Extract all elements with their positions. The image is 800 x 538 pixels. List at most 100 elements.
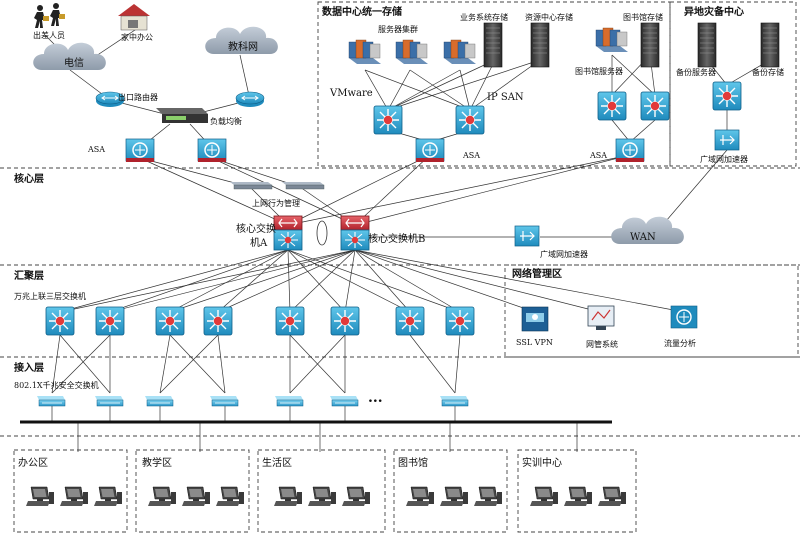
behavior-mgmt-label: 上网行为管理 — [252, 198, 300, 208]
telecom-label: 电信 — [64, 56, 84, 69]
datacenter-switch-icon-2 — [455, 105, 485, 135]
traffic-analysis-label: 流量分析 — [664, 338, 696, 348]
aggregation-layer-title: 汇聚层 — [14, 269, 44, 282]
core-wan-accelerator-label: 广域网加速器 — [540, 249, 588, 259]
ssl-vpn-icon — [521, 306, 549, 332]
access-layer-title: 接入层 — [14, 361, 44, 374]
library-storage-icon — [640, 22, 660, 68]
pc-icon — [147, 486, 177, 507]
backup-servers-label: 备份服务器 — [676, 67, 716, 77]
server-cluster-label: 服务器集群 — [378, 24, 418, 34]
library-asa-icon — [615, 138, 645, 163]
library-storage-label: 图书馆存储 — [623, 12, 663, 22]
datacenter-region-title: 数据中心统一存储 — [322, 5, 402, 18]
asa-label: ASA — [87, 145, 105, 154]
server-stack-icon — [348, 39, 382, 65]
pc-icon — [273, 486, 303, 507]
server-stack-icon-3 — [443, 39, 477, 65]
edu-net-label: 教科网 — [228, 40, 258, 53]
pc-icon — [439, 486, 469, 507]
core-layer-title: 核心层 — [14, 172, 44, 185]
pc-icon — [473, 486, 503, 507]
aggregation-switch-icon-3 — [155, 306, 185, 336]
access-switch-icon-7 — [439, 395, 469, 407]
datacenter-switch-icon — [373, 105, 403, 135]
library-servers-label: 图书馆服务器 — [575, 66, 623, 76]
load-balance-label: 负载均衡 — [210, 116, 242, 126]
disaster-wan-accelerator-label: 广域网加速器 — [700, 154, 748, 164]
egress-router-label: 出口路由器 — [118, 92, 158, 102]
traffic-analysis-icon — [670, 305, 698, 329]
pc-icon — [181, 486, 211, 507]
pc-icon — [215, 486, 245, 507]
wan-label: WAN — [630, 232, 656, 243]
access-switch-label: 802.1X千兆安全交换机 — [14, 380, 99, 390]
network-management-title: 网络管理区 — [512, 267, 562, 280]
library-switch-icon-2 — [640, 91, 670, 121]
core-switch-b-label: 核心交换机B — [368, 232, 425, 245]
aggregation-switch-icon-8 — [445, 306, 475, 336]
library-server-icon — [595, 27, 629, 53]
resource-storage-label: 资源中心存储 — [525, 12, 573, 22]
behavior-mgmt-appliance-icon-2 — [281, 181, 325, 190]
access-switch-icon-3 — [144, 395, 174, 407]
edu-router-icon — [235, 91, 265, 108]
core-switch-a-label: 核心交换 — [236, 222, 276, 235]
travelers-label: 出差人员 — [33, 30, 65, 40]
ssl-vpn-label: SSL VPN — [516, 338, 553, 347]
pc-icon — [529, 486, 559, 507]
pc-icon — [405, 486, 435, 507]
core-switch-b-icon — [340, 215, 370, 251]
datacenter-asa-label: ASA — [462, 151, 480, 160]
access-switch-icon-2 — [94, 395, 124, 407]
pc-icon — [597, 486, 627, 507]
aggregation-switch-icon-6 — [330, 306, 360, 336]
disaster-recovery-region-title: 异地灾备中心 — [684, 5, 744, 18]
core-switch-a-icon — [273, 215, 303, 251]
aggregation-switch-icon-5 — [275, 306, 305, 336]
vmware-label: VMware — [329, 88, 373, 99]
pc-icon — [25, 486, 55, 507]
aggregation-switch-icon-7 — [395, 306, 425, 336]
behavior-mgmt-appliance-icon — [229, 181, 273, 190]
pc-icon — [93, 486, 123, 507]
traveler-person-icon — [34, 5, 49, 28]
core-wan-accelerator-icon — [514, 225, 540, 247]
backup-server-icon — [697, 22, 717, 68]
aggregation-switch-label: 万兆上联三层交换机 — [14, 291, 86, 301]
pc-icon — [307, 486, 337, 507]
pc-icon — [563, 486, 593, 507]
home-office-label: 家中办公 — [121, 32, 153, 42]
backup-storage-icon — [760, 22, 780, 68]
load-balancer-icon — [156, 108, 208, 123]
area-office-label: 办公区 — [18, 456, 48, 469]
more-switches-ellipsis: ... — [368, 390, 383, 406]
traveler-person-icon-2 — [50, 3, 65, 26]
backup-storage-label: 备份存储 — [752, 67, 784, 77]
area-training-label: 实训中心 — [522, 456, 562, 469]
pc-icon — [59, 486, 89, 507]
access-switch-icon-5 — [274, 395, 304, 407]
disaster-switch-icon — [712, 81, 742, 111]
area-teaching-label: 教学区 — [142, 456, 172, 469]
access-switch-icon — [36, 395, 66, 407]
server-stack-icon-2 — [395, 39, 429, 65]
asa-firewall-icon-2 — [197, 138, 227, 163]
business-storage-label: 业务系统存储 — [460, 12, 508, 22]
home-office-icon — [118, 4, 150, 31]
links — [44, 27, 771, 452]
asa-firewall-icon — [125, 138, 155, 163]
nms-label: 网管系统 — [586, 339, 618, 349]
area-living-label: 生活区 — [262, 456, 292, 469]
access-switch-icon-6 — [329, 395, 359, 407]
disaster-wan-accelerator-icon — [714, 129, 740, 151]
business-storage-icon — [483, 22, 503, 68]
nms-icon — [587, 305, 615, 330]
core-stack-link — [316, 220, 328, 246]
pc-icon — [341, 486, 371, 507]
aggregation-switch-icon-2 — [95, 306, 125, 336]
library-switch-icon — [597, 91, 627, 121]
datacenter-asa-icon — [415, 138, 445, 163]
